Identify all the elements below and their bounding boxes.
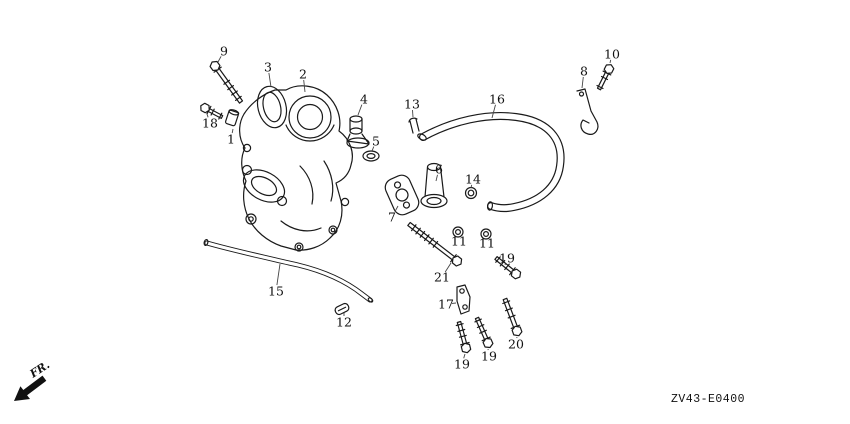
part-hose-clamp bbox=[408, 117, 420, 134]
bolt-group bbox=[200, 60, 615, 354]
part-callout-5: 5 bbox=[372, 134, 380, 149]
part-valve-fitting bbox=[346, 115, 370, 149]
callout-leader-10 bbox=[609, 59, 612, 64]
part-callout-18: 18 bbox=[202, 116, 218, 131]
callout-leader-1 bbox=[231, 128, 234, 134]
part-bolt-9 bbox=[209, 60, 244, 104]
callout-leader-13 bbox=[412, 109, 414, 118]
part-callout-10: 10 bbox=[604, 47, 620, 62]
part-callout-16: 16 bbox=[489, 92, 505, 107]
part-callout-13: 13 bbox=[404, 97, 420, 112]
callout-leader-9 bbox=[217, 56, 222, 63]
part-oring-11b bbox=[480, 228, 492, 240]
part-callout-3: 3 bbox=[264, 60, 272, 75]
fr-arrow-icon bbox=[14, 375, 47, 401]
part-callout-19: 19 bbox=[454, 357, 470, 372]
part-callout-1: 1 bbox=[227, 132, 235, 147]
part-tube-clip bbox=[334, 302, 350, 316]
callout-leader-19 bbox=[463, 353, 466, 359]
part-callout-2: 2 bbox=[299, 67, 307, 82]
part-callout-21: 21 bbox=[434, 270, 450, 285]
callout-leader-7 bbox=[394, 205, 399, 212]
part-callout-11: 11 bbox=[451, 234, 467, 249]
part-oring-14 bbox=[464, 186, 478, 200]
callout-leader-14 bbox=[470, 184, 473, 189]
part-callout-12: 12 bbox=[336, 315, 352, 330]
part-water-tube bbox=[203, 238, 374, 303]
part-callout-8: 8 bbox=[580, 64, 588, 79]
part-stay-bracket bbox=[576, 88, 599, 135]
part-callout-19: 19 bbox=[499, 251, 515, 266]
callout-leader-15 bbox=[276, 263, 281, 286]
part-bolt-20 bbox=[502, 297, 523, 337]
part-pipe-bracket bbox=[456, 284, 471, 315]
part-callout-6: 6 bbox=[435, 162, 443, 177]
fr-direction-marker: FR. bbox=[14, 358, 52, 401]
part-callout-7: 7 bbox=[388, 210, 396, 225]
callout-leader-3 bbox=[268, 72, 272, 88]
part-bolt-19a bbox=[494, 256, 522, 280]
part-bolt-18 bbox=[200, 102, 224, 120]
part-oring-11a bbox=[452, 226, 464, 238]
callout-leader-16 bbox=[491, 104, 496, 119]
callout-leader-21 bbox=[444, 262, 452, 273]
part-callout-11: 11 bbox=[479, 236, 495, 251]
fr-label: FR. bbox=[27, 358, 52, 381]
part-joint-piece bbox=[225, 109, 240, 127]
part-bolt-10 bbox=[596, 64, 615, 91]
part-callout-4: 4 bbox=[360, 92, 368, 107]
part-callout-20: 20 bbox=[508, 337, 524, 352]
callout-leader-8 bbox=[581, 76, 584, 89]
callout-leader-4 bbox=[357, 104, 363, 116]
callout-leader-5 bbox=[371, 146, 375, 152]
part-pump-housing bbox=[239, 85, 353, 252]
part-seal-ring bbox=[362, 150, 380, 162]
part-callout-9: 9 bbox=[220, 44, 228, 59]
part-callout-14: 14 bbox=[465, 172, 481, 187]
part-callout-15: 15 bbox=[268, 284, 284, 299]
diagram-code: ZV43-E0400 bbox=[671, 393, 745, 406]
part-water-hose bbox=[417, 112, 565, 213]
part-callout-19: 19 bbox=[481, 349, 497, 364]
callout-leader-6 bbox=[435, 174, 438, 182]
part-callout-17: 17 bbox=[438, 297, 454, 312]
part-gasket-plate bbox=[384, 174, 420, 216]
part-bolt-19b bbox=[455, 320, 472, 354]
callout-leader-18 bbox=[206, 113, 209, 118]
part-bolt-19c bbox=[474, 316, 494, 349]
part-bolt-21 bbox=[407, 221, 463, 267]
part-joint-pipe bbox=[420, 162, 448, 209]
callout-leader-2 bbox=[303, 79, 306, 93]
oring-group bbox=[452, 186, 492, 240]
